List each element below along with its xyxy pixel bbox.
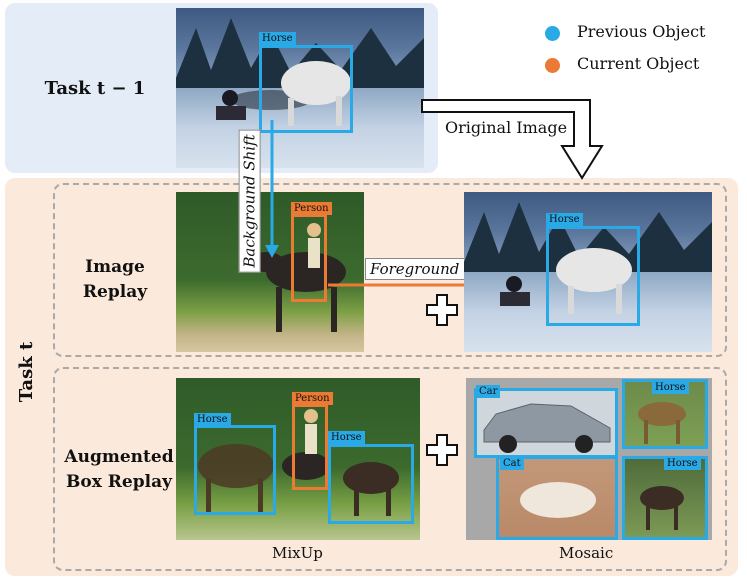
horse-tag: Horse [546, 213, 583, 226]
image-replay-label-line2: Replay [82, 282, 148, 302]
cat-tag: Cat [500, 457, 524, 470]
person-tag: Person [291, 202, 332, 215]
mixup-image: Horse Person Horse [176, 378, 420, 540]
box-replay-label-line1: Augmented [64, 447, 174, 467]
original-image-arrow [421, 99, 604, 180]
plus-icon [426, 434, 458, 466]
image-replay-label-line1: Image [85, 257, 145, 277]
mosaic-caption: Mosaic [559, 544, 614, 562]
background-shift-arrow [265, 120, 279, 258]
riding-horse-image: Person [176, 192, 364, 352]
horse-image [624, 458, 706, 538]
original-horse-sled-image: Horse [176, 8, 424, 168]
mixup-caption: MixUp [272, 544, 323, 562]
previous-object-box [259, 45, 353, 133]
previous-object-legend-dot [545, 26, 560, 41]
plus-icon [426, 294, 458, 326]
task-curr-label: Task t [16, 341, 37, 403]
image-replay-group [53, 183, 727, 357]
car-image [476, 390, 616, 456]
cat-image [498, 458, 616, 538]
previous-object-box [496, 456, 618, 540]
current-object-box [291, 214, 327, 302]
previous-object-box [474, 388, 618, 458]
current-object-legend-label: Current Object [577, 54, 700, 73]
car-tag: Car [476, 385, 501, 398]
mosaic-image: Car Horse Cat Horse [466, 378, 712, 540]
previous-object-box [194, 425, 276, 515]
current-object-legend-dot [545, 58, 560, 73]
original-image-label: Original Image [445, 118, 568, 137]
previous-object-box [546, 226, 640, 326]
horse-tag: Horse [664, 457, 701, 470]
horse-tag: Horse [194, 413, 231, 426]
person-tag: Person [292, 392, 333, 405]
horse-tag: Horse [328, 431, 365, 444]
previous-object-box [328, 444, 414, 524]
task-prev-label: Task t − 1 [44, 78, 146, 99]
box-replay-group [53, 367, 727, 571]
current-object-box [292, 404, 328, 490]
previous-object-legend-label: Previous Object [577, 22, 706, 41]
box-replay-label-line2: Box Replay [66, 472, 172, 492]
background-shift-label: Background Shift [238, 129, 261, 273]
horse-tag: Horse [652, 381, 689, 394]
previous-object-box [622, 379, 708, 449]
horse-tag: Horse [259, 32, 296, 45]
replayed-horse-image: Horse [464, 192, 712, 352]
